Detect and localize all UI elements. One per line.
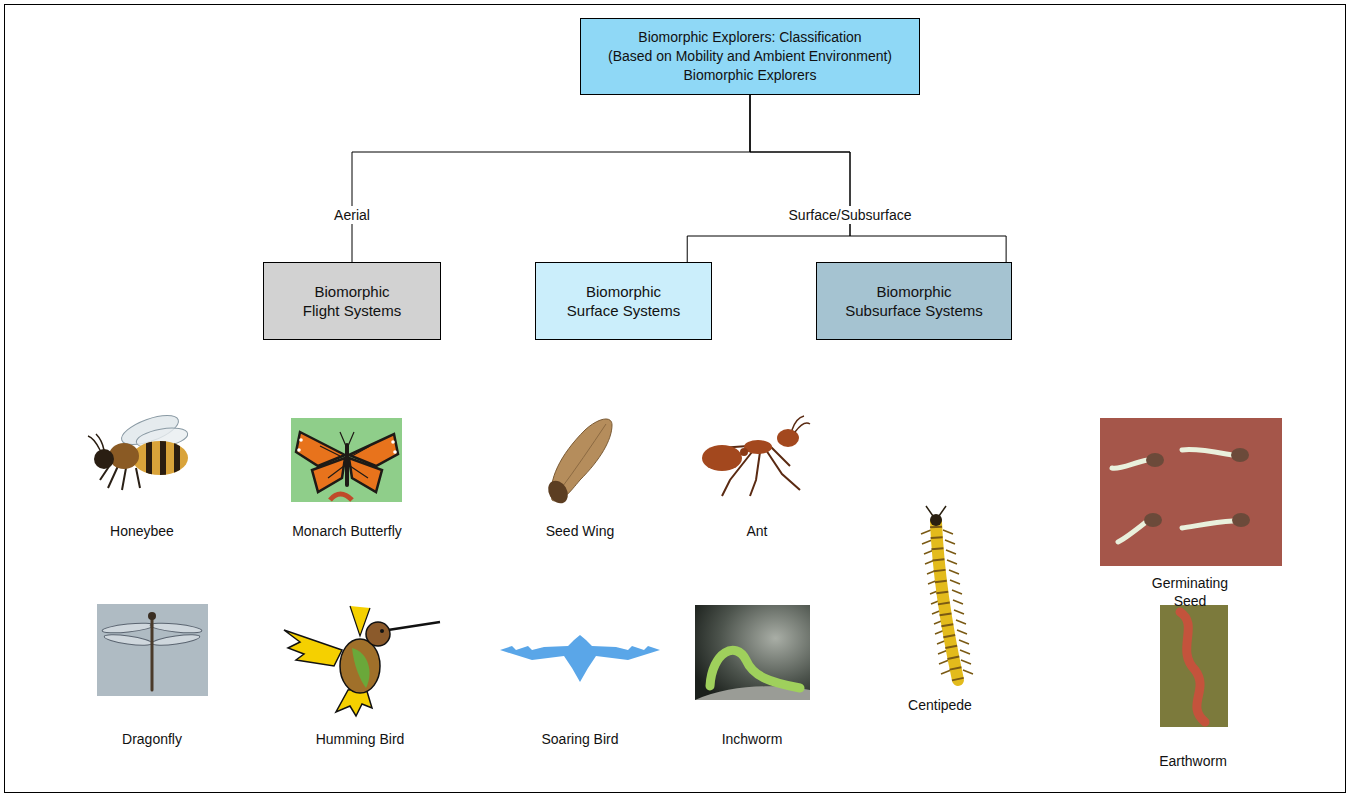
- centipede-figure: [921, 506, 973, 680]
- inchworm-figure: [695, 605, 810, 700]
- figure-frame: [5, 5, 1346, 793]
- soaring-bird-figure: [500, 635, 660, 682]
- germinating-seed-figure: [1100, 418, 1282, 566]
- figure-caption: Inchworm: [672, 730, 832, 748]
- figure-caption: Soaring Bird: [500, 730, 660, 748]
- box-label: Biomorphic Flight Systems: [298, 282, 406, 321]
- figure-caption: Dragonfly: [72, 730, 232, 748]
- category-box: Biomorphic Subsurface Systems: [816, 262, 1012, 340]
- figure-caption: Honeybee: [62, 522, 222, 540]
- branch-label: Aerial: [331, 206, 373, 225]
- tree-connector: [750, 95, 1006, 262]
- box-label: Biomorphic Subsurface Systems: [841, 282, 987, 321]
- earthworm-figure: [1160, 605, 1228, 727]
- box-heading: Biomorphic Explorers: Classification: [638, 28, 861, 47]
- figure-caption: Seed Wing: [500, 522, 660, 540]
- humming-bird-figure: [284, 606, 440, 716]
- dragonfly-figure: [97, 604, 208, 696]
- figure-caption: Humming Bird: [280, 730, 440, 748]
- category-box: Biomorphic Flight Systems: [263, 262, 441, 340]
- box-label: Biomorphic Surface Systems: [563, 282, 685, 321]
- branch-label: Surface/Subsurface: [786, 206, 915, 225]
- tree-connector: [352, 95, 750, 262]
- figure-caption: Centipede: [860, 696, 1020, 714]
- box-heading: Biomorphic Explorers: [683, 66, 816, 85]
- honeybee-figure: [88, 409, 189, 490]
- seed-wing-figure: [544, 419, 612, 507]
- category-box: Biomorphic Surface Systems: [535, 262, 712, 340]
- ant-figure: [702, 416, 810, 496]
- tree-connector: [687, 95, 850, 262]
- box-heading: (Based on Mobility and Ambient Environme…: [608, 47, 892, 66]
- figure-caption: Germinating Seed: [1144, 574, 1236, 610]
- figure-caption: Earthworm: [1113, 752, 1273, 770]
- figure-caption: Monarch Butterfly: [262, 522, 432, 540]
- root-box: Biomorphic Explorers: Classification(Bas…: [580, 18, 920, 95]
- figure-caption: Ant: [677, 522, 837, 540]
- monarch-butterfly-figure: [291, 418, 402, 502]
